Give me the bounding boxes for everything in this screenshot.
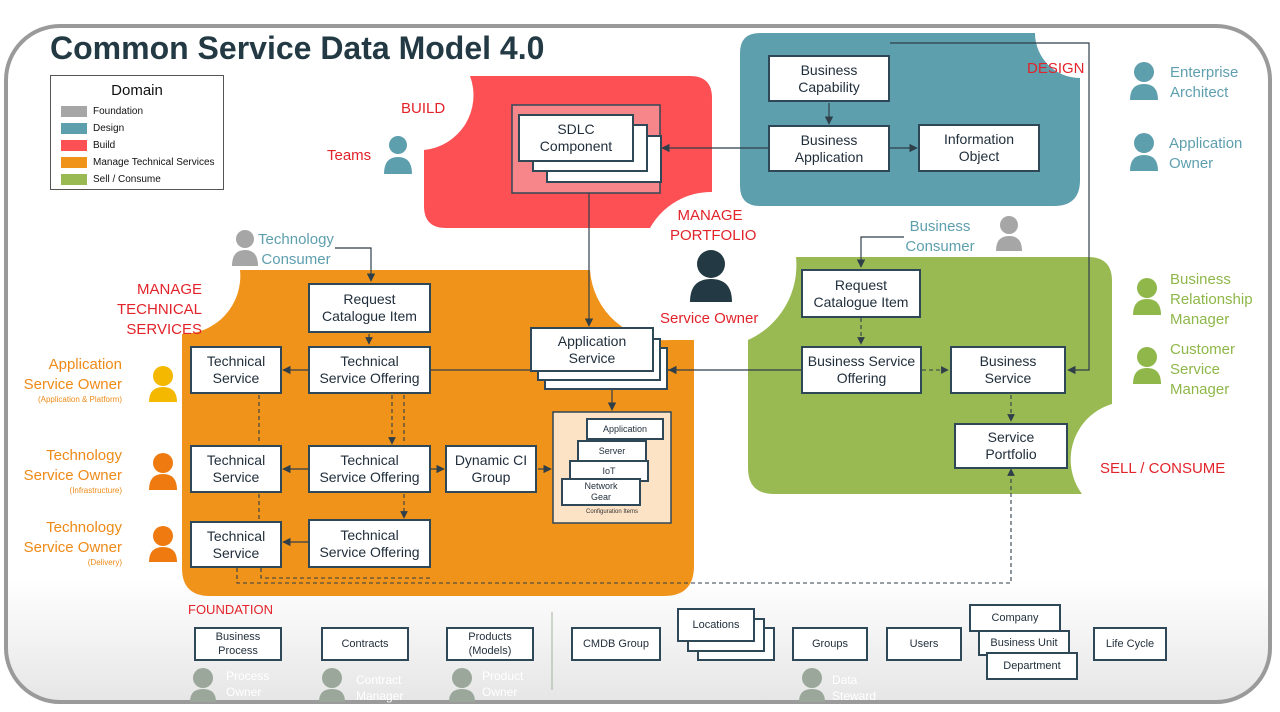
enterprise-architect-person-icon xyxy=(1130,62,1158,100)
region-label-build: BUILD xyxy=(401,100,446,117)
legend-item-design: Design xyxy=(51,120,223,137)
node-cmdb-group[interactable]: CMDB Group xyxy=(571,627,661,661)
node-technical-service-1[interactable]: Technical Service xyxy=(190,346,282,394)
node-business-capability[interactable]: Business Capability xyxy=(768,55,890,102)
region-label-design: DESIGN xyxy=(1027,60,1085,77)
dashed-bottom-route xyxy=(236,468,1015,584)
role-tech-owner-delivery: Technology Service Owner xyxy=(23,519,122,556)
ci-server[interactable]: Server xyxy=(577,440,647,462)
node-technical-service-offering-1[interactable]: Technical Service Offering xyxy=(308,346,431,394)
legend-item-build: Build xyxy=(51,137,223,154)
region-label-foundation: FOUNDATION xyxy=(188,602,273,617)
node-sdlc-component[interactable]: SDLC Component xyxy=(518,114,634,162)
role-tech-owner-delivery-sub: (Delivery) xyxy=(87,558,122,567)
node-business-service-offering[interactable]: Business Service Offering xyxy=(801,346,922,394)
data-steward-person-icon xyxy=(799,668,825,702)
legend: Domain Foundation Design Build Manage Te… xyxy=(50,75,224,190)
role-process-owner: Process Owner xyxy=(226,669,270,699)
legend-item-sell-consume: Sell / Consume xyxy=(51,171,223,188)
node-request-catalogue-item-business[interactable]: Request Catalogue Item xyxy=(801,269,921,318)
node-groups[interactable]: Groups xyxy=(792,627,868,661)
role-customer-service-manager: Customer Service Manager xyxy=(1170,341,1236,398)
customer-service-manager-person-icon xyxy=(1133,347,1161,384)
role-enterprise-architect: Enterprise Architect xyxy=(1170,64,1239,101)
node-locations[interactable]: Locations xyxy=(677,608,755,642)
region-label-sell-consume: SELL / CONSUME xyxy=(1100,460,1226,477)
app-service-owner-person-icon xyxy=(149,366,177,402)
tech-owner-delivery-person-icon xyxy=(149,526,177,562)
connector-capability-to-business-service xyxy=(890,42,1090,375)
node-business-application[interactable]: Business Application xyxy=(768,125,890,172)
node-life-cycle[interactable]: Life Cycle xyxy=(1093,627,1167,661)
node-dynamic-ci-group[interactable]: Dynamic CI Group xyxy=(445,445,537,493)
node-technical-service-offering-3[interactable]: Technical Service Offering xyxy=(308,519,431,568)
role-application-owner: Application Owner xyxy=(1169,135,1243,172)
service-owner-person-icon xyxy=(690,250,732,302)
process-owner-person-icon xyxy=(190,668,216,702)
role-data-steward: Data Steward xyxy=(832,673,877,703)
business-consumer-person-icon xyxy=(996,216,1022,251)
application-owner-person-icon xyxy=(1130,133,1158,171)
role-app-service-owner-sub: (Application & Platform) xyxy=(37,395,122,404)
role-tech-owner-infra-sub: (Infrastructure) xyxy=(69,486,122,495)
role-app-service-owner: Application Service Owner xyxy=(23,356,122,393)
role-service-owner: Service Owner xyxy=(660,310,759,327)
node-products-models[interactable]: Products (Models) xyxy=(446,627,534,661)
role-teams: Teams xyxy=(327,147,372,164)
role-business-consumer: Business Consumer xyxy=(905,218,975,255)
role-product-owner: Product Owner xyxy=(482,669,524,699)
business-relationship-manager-person-icon xyxy=(1133,278,1161,315)
node-contracts[interactable]: Contracts xyxy=(321,627,409,661)
tech-owner-infra-person-icon xyxy=(149,453,177,490)
connector-bus-consumer xyxy=(856,236,904,268)
page-title: Common Service Data Model 4.0 xyxy=(50,30,545,66)
technology-consumer-person-icon xyxy=(232,230,258,266)
node-company[interactable]: Company xyxy=(969,604,1061,632)
node-technical-service-offering-2[interactable]: Technical Service Offering xyxy=(308,445,431,493)
connector-tech-consumer xyxy=(335,247,376,282)
legend-item-manage-technical: Manage Technical Services xyxy=(51,154,223,171)
node-business-process[interactable]: Business Process xyxy=(194,627,282,661)
contract-manager-person-icon xyxy=(319,668,345,702)
teams-person-icon xyxy=(384,136,412,174)
node-technical-service-2[interactable]: Technical Service xyxy=(190,445,282,493)
role-business-relationship-manager: Business Relationship Manager xyxy=(1170,271,1253,328)
node-department[interactable]: Department xyxy=(986,652,1078,680)
region-label-manage-portfolio: MANAGE PORTFOLIO xyxy=(670,207,757,244)
legend-title: Domain xyxy=(111,82,163,99)
dashed-bottom-route-2 xyxy=(260,568,430,579)
node-information-object[interactable]: Information Object xyxy=(918,124,1040,172)
node-application-service[interactable]: Application Service xyxy=(530,327,654,372)
node-request-catalogue-item-technical[interactable]: Request Catalogue Item xyxy=(308,283,431,333)
ci-network-gear[interactable]: Network Gear xyxy=(561,478,641,506)
role-technology-consumer: Technology Consumer xyxy=(258,231,334,268)
product-owner-person-icon xyxy=(449,668,475,702)
ci-caption: Configuration Items xyxy=(585,509,639,515)
node-service-portfolio[interactable]: Service Portfolio xyxy=(954,423,1068,469)
region-label-manage-technical: MANAGE TECHNICAL SERVICES xyxy=(116,281,202,338)
node-users[interactable]: Users xyxy=(886,627,962,661)
node-technical-service-3[interactable]: Technical Service xyxy=(190,521,282,568)
role-contract-manager: Contract Manager xyxy=(356,673,404,703)
role-tech-owner-infra: Technology Service Owner xyxy=(23,447,122,484)
ci-application[interactable]: Application xyxy=(586,418,664,440)
legend-item-foundation: Foundation xyxy=(51,103,223,120)
node-business-service[interactable]: Business Service xyxy=(950,346,1066,394)
